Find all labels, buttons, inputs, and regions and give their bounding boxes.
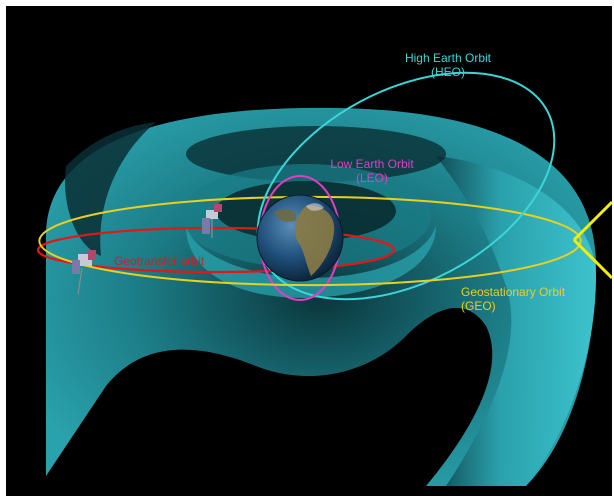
geo-label: Geostationary Orbit (GEO) <box>461 285 565 313</box>
leo-label: Low Earth Orbit (LEO) <box>324 157 420 185</box>
geotransfer-orbit <box>36 226 396 274</box>
diagram-frame: High Earth Orbit (HEO) Low Earth Orbit (… <box>6 6 612 496</box>
earth-globe <box>256 194 344 282</box>
heo-label-line2: (HEO) <box>431 65 465 79</box>
orbit-diagram <box>36 71 612 486</box>
geo-label-line1: Geostationary Orbit <box>461 285 566 299</box>
leo-label-line2: (LEO) <box>355 171 388 185</box>
heo-label-line1: High Earth Orbit <box>404 51 492 65</box>
callout-wedge <box>572 200 612 280</box>
geotransfer-label: Geotransfer orbit <box>114 254 205 268</box>
satellite-icon <box>72 250 96 295</box>
satellite-icon <box>202 204 222 238</box>
geo-label-line2: (GEO) <box>461 299 496 313</box>
leo-label-line1: Low Earth Orbit <box>330 157 414 171</box>
heo-label: High Earth Orbit (HEO) <box>390 51 506 79</box>
